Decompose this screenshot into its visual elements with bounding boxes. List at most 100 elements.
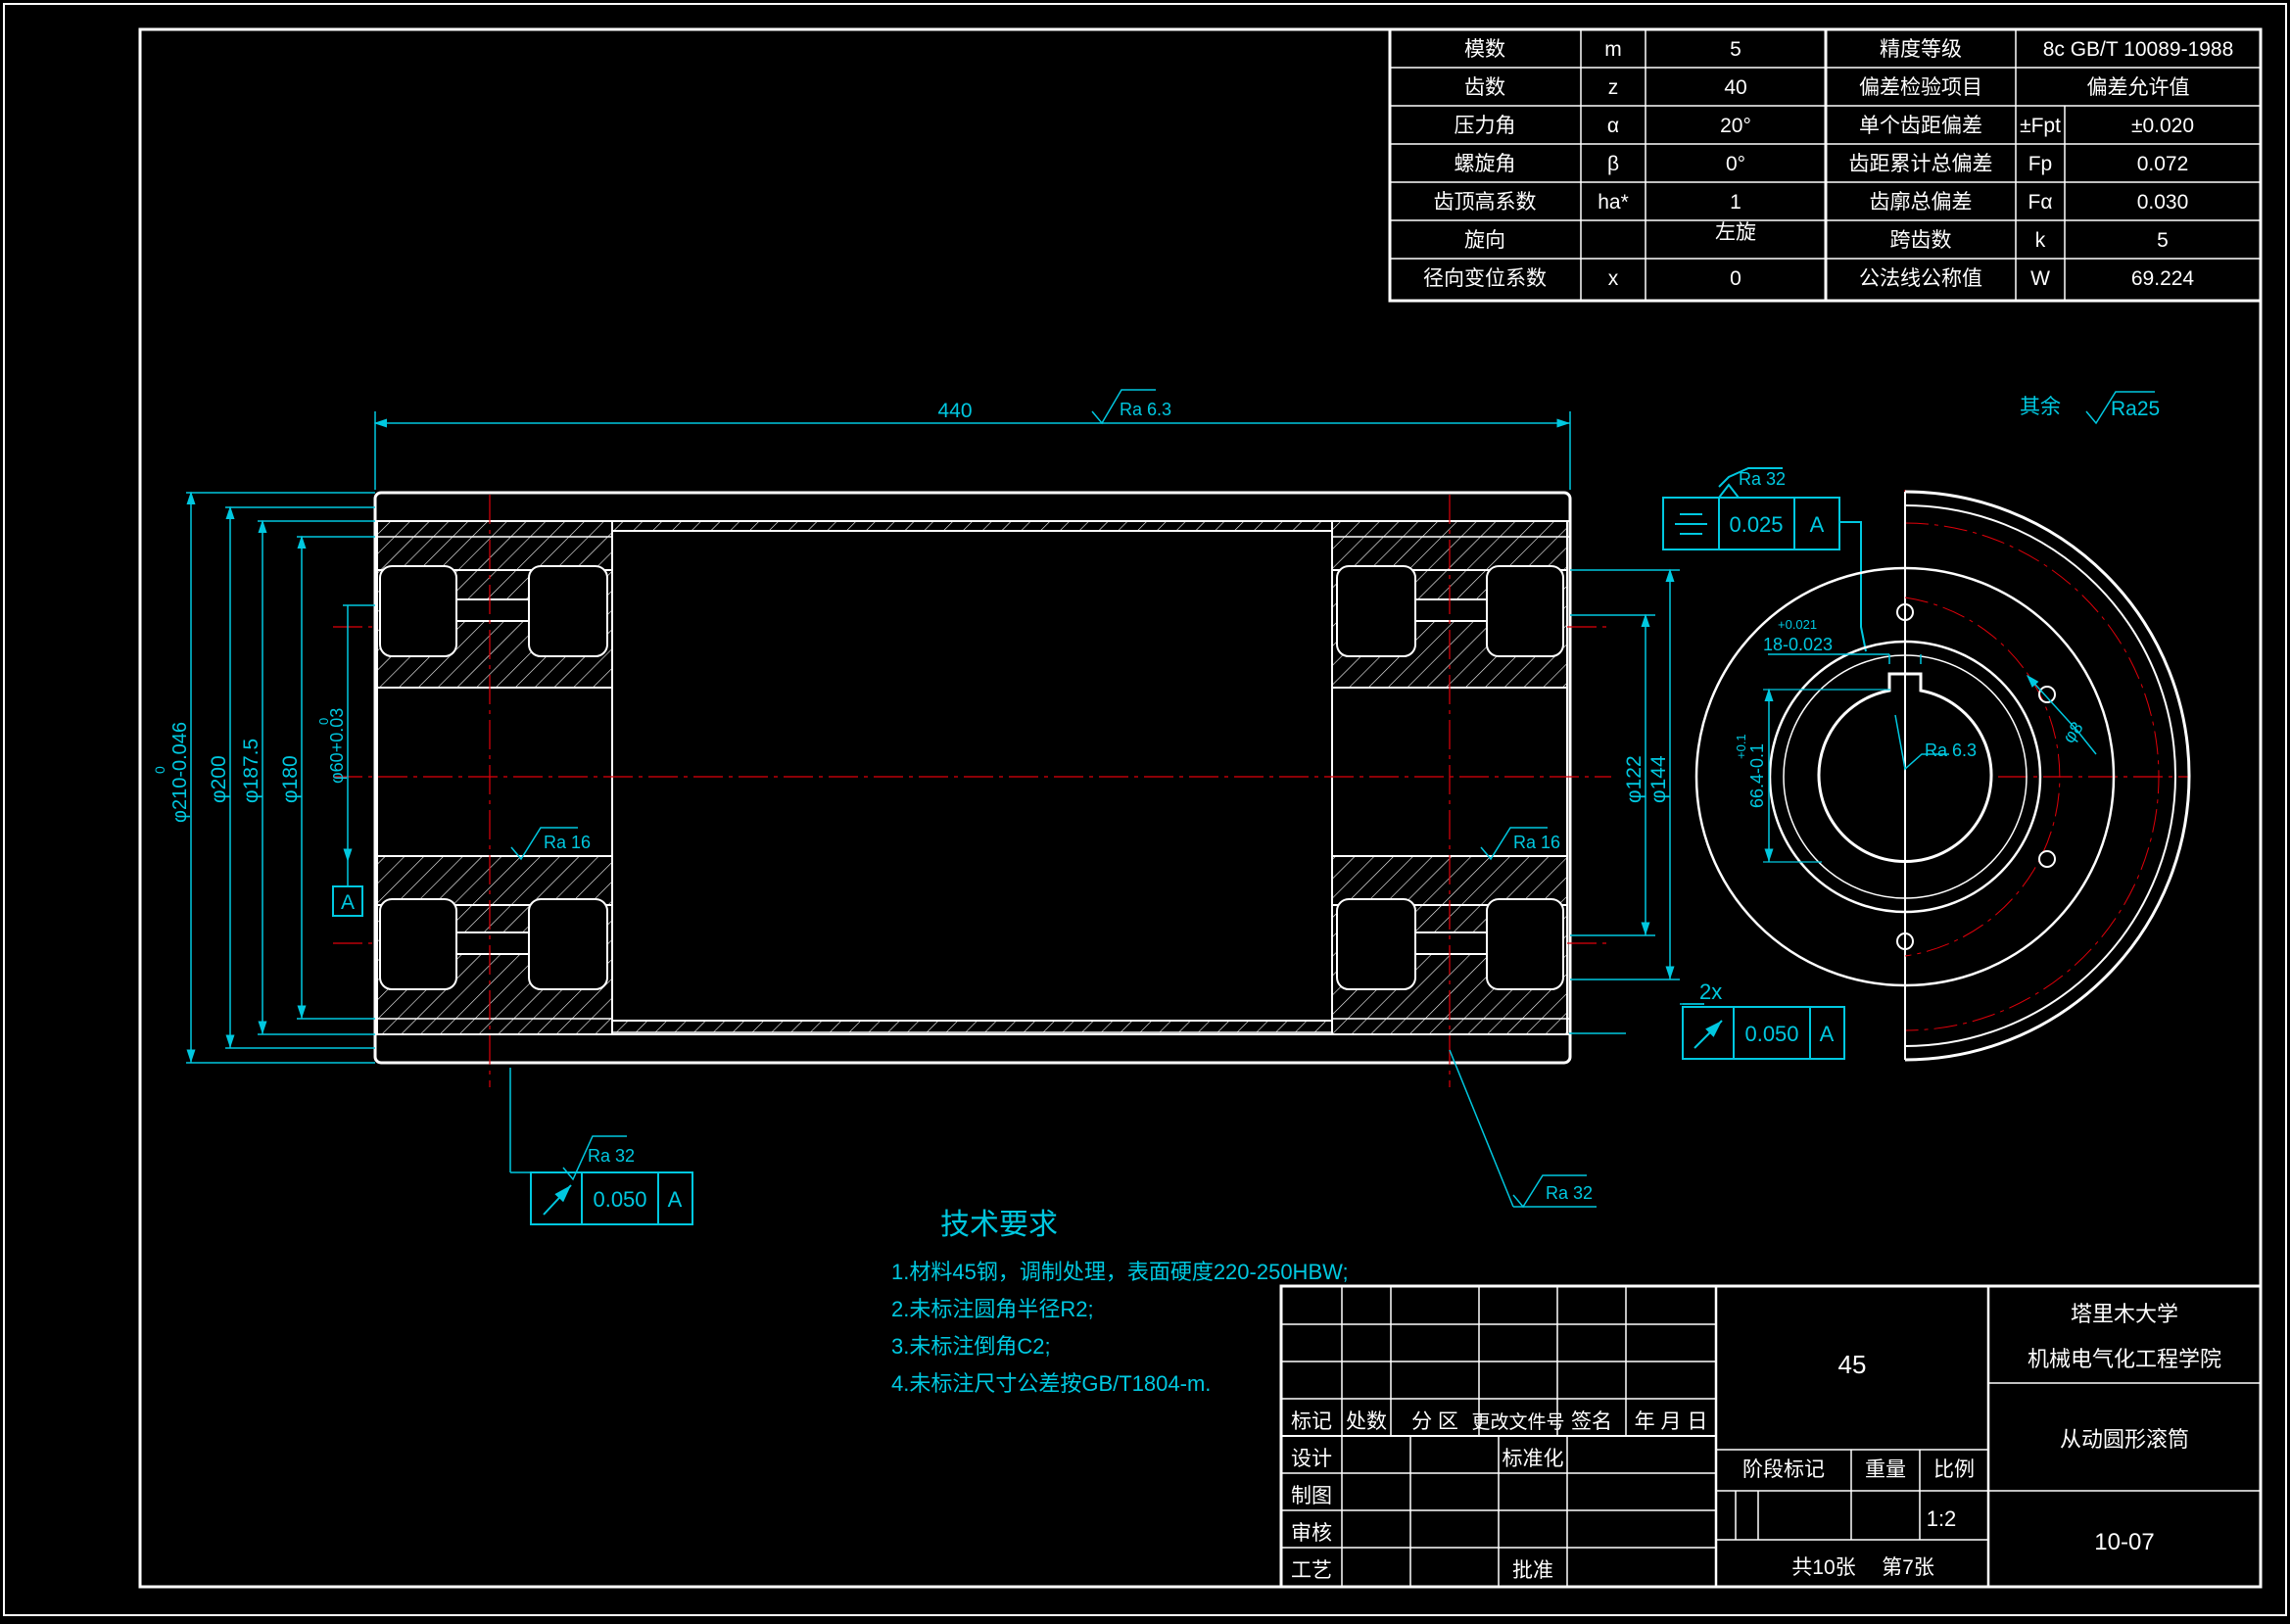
precision-label: 精度等级 — [1880, 38, 1962, 61]
dim-outer-tol: 0 — [152, 766, 167, 774]
ra-top: Ra 6.3 — [1120, 400, 1171, 419]
tb-role-draw: 制图 — [1291, 1485, 1332, 1507]
precision-value: 8c GB/T 10089-1988 — [2043, 38, 2234, 61]
dim-hole-dia: φ8 — [2059, 718, 2087, 746]
param-name-3: 螺旋角 — [1455, 153, 1516, 175]
param-val-1: 40 — [1724, 76, 1746, 99]
gtol-flat-ref: A — [1810, 512, 1825, 537]
param-name-1: 齿数 — [1464, 76, 1505, 99]
title-block: 标记 处数 分 区 更改文件号 签名 年 月 日 设计 制图 审核 工艺 标准化… — [1279, 1284, 2263, 1589]
gtol-flat-value: 0.025 — [1729, 512, 1783, 537]
tb-scale: 1:2 — [1927, 1506, 1957, 1531]
dev-name-4: 公法线公称值 — [1859, 267, 1982, 290]
tb-sheets: 共10张 — [1791, 1556, 1855, 1579]
ra32-bottom-left: Ra 32 — [588, 1146, 635, 1166]
tb-head-3: 更改文件号 — [1471, 1411, 1564, 1433]
dim-d122: φ122 — [1623, 755, 1646, 803]
tech-line-2: 2.未标注圆角半径R2; — [891, 1297, 1094, 1321]
param-sym-4: ha* — [1598, 191, 1629, 214]
side-view — [1694, 391, 2191, 1062]
left-hub — [376, 520, 613, 1035]
tb-school: 塔里木大学 — [2071, 1302, 2178, 1326]
allowed-label: 偏差允许值 — [2087, 76, 2190, 99]
dev-sym-0: ±Fpt — [2020, 115, 2061, 137]
param-val-0: 5 — [1730, 38, 1741, 61]
dim-d144: φ144 — [1647, 755, 1670, 803]
dim-d200: φ200 — [208, 755, 230, 803]
check-items-label: 偏差检验项目 — [1859, 76, 1982, 99]
ra16-right: Ra 16 — [1513, 833, 1560, 852]
tb-part-name: 从动圆形滚筒 — [2060, 1427, 2189, 1452]
dim-d180: φ180 — [279, 755, 302, 803]
drum-outline — [373, 491, 1572, 1065]
param-val-2: 20° — [1720, 115, 1751, 137]
dev-val-3: 5 — [2157, 229, 2169, 252]
dim-key-depth-tol: +0.1 — [1734, 734, 1748, 759]
dim-key-width-tol: +0.021 — [1778, 617, 1817, 632]
param-sym-0: m — [1604, 38, 1622, 61]
tb-head-1: 处数 — [1346, 1410, 1387, 1433]
dev-sym-1: Fp — [2028, 153, 2053, 175]
param-name-0: 模数 — [1464, 38, 1505, 61]
dim-d187: φ187.5 — [240, 739, 262, 803]
tech-line-4: 4.未标注尺寸公差按GB/T1804-m. — [891, 1371, 1211, 1396]
param-name-4: 齿顶高系数 — [1434, 191, 1537, 214]
tb-material: 45 — [1838, 1350, 1867, 1379]
param-name-2: 压力角 — [1455, 115, 1516, 137]
dim-outer-dia: φ210-0.046 — [169, 722, 191, 823]
tb-head-0: 标记 — [1291, 1410, 1332, 1433]
dim-d60-tol: 0 — [316, 718, 331, 725]
gtol-bottom-value: 0.050 — [593, 1187, 646, 1212]
dim-key-depth: 66.4-0.1 — [1747, 743, 1767, 808]
param-sym-3: β — [1607, 153, 1619, 175]
datum-a: A — [341, 891, 355, 914]
tb-head-4: 签名 — [1571, 1410, 1612, 1433]
tb-weight: 重量 — [1865, 1458, 1906, 1481]
tb-role-process: 工艺 — [1291, 1559, 1332, 1582]
ra32-bottom-right: Ra 32 — [1546, 1183, 1593, 1203]
gtol-right-ref: A — [1820, 1022, 1835, 1046]
param-val-4: 1 — [1730, 191, 1741, 214]
dimensions — [186, 389, 1704, 1209]
dev-name-3: 跨齿数 — [1890, 229, 1952, 252]
gtol-bottom-ref: A — [668, 1187, 683, 1212]
dev-sym-3: k — [2035, 229, 2046, 252]
param-val-5: 左旋 — [1715, 221, 1756, 244]
dev-val-1: 0.072 — [2137, 153, 2189, 175]
param-sym-1: z — [1608, 76, 1619, 99]
tb-head-2: 分 区 — [1411, 1410, 1458, 1433]
dev-sym-2: Fα — [2028, 191, 2053, 214]
dev-val-0: ±0.020 — [2131, 115, 2194, 137]
param-val-6: 0 — [1730, 267, 1741, 290]
ra16-left: Ra 16 — [544, 833, 591, 852]
outer-border — [3, 3, 2287, 1616]
tb-scale-label: 比例 — [1933, 1458, 1975, 1481]
dim-length: 440 — [937, 400, 972, 422]
param-name-5: 旋向 — [1464, 229, 1505, 252]
tech-title: 技术要求 — [940, 1209, 1058, 1241]
param-val-3: 0° — [1726, 153, 1745, 175]
ra-rest-label: 其余 — [2020, 396, 2061, 418]
tb-stage-mark: 阶段标记 — [1742, 1458, 1825, 1481]
tb-drawing-no: 10-07 — [2094, 1529, 2154, 1555]
tech-line-3: 3.未标注倒角C2; — [891, 1334, 1051, 1359]
inner-border — [138, 27, 2263, 1589]
tb-role-design: 设计 — [1291, 1448, 1332, 1470]
param-name-6: 径向变位系数 — [1423, 267, 1547, 290]
dev-sym-4: W — [2030, 267, 2050, 290]
dev-val-2: 0.030 — [2137, 191, 2189, 214]
tb-role-review: 审核 — [1291, 1522, 1332, 1545]
section-view — [333, 490, 2189, 1087]
ra-rest-value: Ra25 — [2111, 398, 2160, 420]
dim-d60: φ60+0.03 — [327, 708, 347, 784]
dev-name-0: 单个齿距偏差 — [1859, 115, 1982, 137]
dev-val-4: 69.224 — [2131, 267, 2195, 290]
param-table: 模数 m 5 齿数 z 40 压力角 α 20° 螺旋角 β 0° 齿顶高系数 … — [1388, 27, 2263, 303]
ra32-top: Ra 32 — [1739, 469, 1786, 489]
tb-standardize: 标准化 — [1503, 1448, 1564, 1470]
dim-key-width: 18-0.023 — [1763, 635, 1833, 654]
dev-name-2: 齿廓总偏差 — [1870, 191, 1973, 214]
tb-head-5: 年 月 日 — [1635, 1410, 1708, 1433]
param-sym-6: x — [1608, 267, 1619, 290]
